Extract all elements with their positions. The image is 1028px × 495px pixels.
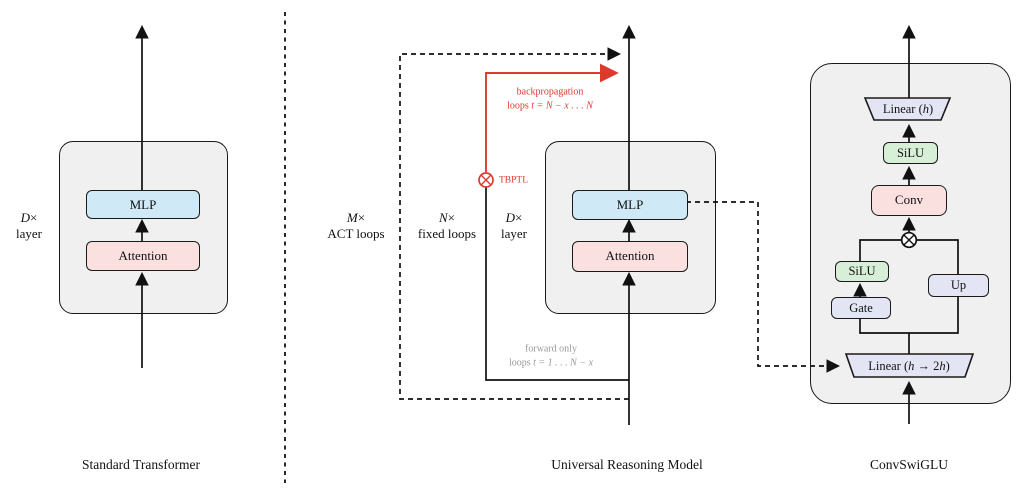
cs-silu-top-label: SiLU bbox=[896, 145, 925, 160]
urm-backprop-label: backpropagation loops t = N − x . . . N bbox=[507, 86, 593, 112]
cs-gate-label: Gate bbox=[849, 300, 873, 315]
st-attention-block: Attention bbox=[86, 241, 200, 271]
urm-caption: Universal Reasoning Model bbox=[551, 457, 703, 472]
urm-forward-label: forward only loops t = 1 . . . N − x bbox=[508, 343, 594, 369]
cs-linear-top-label: Linear (h) bbox=[882, 102, 934, 116]
cs-up-label: Up bbox=[950, 278, 967, 292]
cs-silu-gate-label: SiLU bbox=[848, 264, 876, 278]
urm-layer-count-label: D× layer bbox=[501, 210, 527, 241]
st-attention-label: Attention bbox=[118, 247, 168, 263]
urm-attention-block: Attention bbox=[572, 241, 688, 272]
st-layer-count-label: D× layer bbox=[16, 210, 42, 241]
tbptl-cut-cross bbox=[480, 174, 492, 186]
cs-gate-block: Gate bbox=[831, 297, 891, 319]
st-mlp-block: MLP bbox=[86, 190, 200, 219]
urm-act-loops-label: M× ACT loops bbox=[327, 210, 385, 241]
st-caption: Standard Transformer bbox=[81, 457, 201, 472]
cs-linear-bottom-label: Linear (h → 2h) bbox=[868, 358, 950, 373]
cs-conv-label: Conv bbox=[894, 192, 924, 208]
tbptl-cut-icon bbox=[478, 172, 494, 188]
cs-caption: ConvSwiGLU bbox=[869, 457, 949, 472]
st-mlp-label: MLP bbox=[129, 196, 157, 212]
urm-mlp-block: MLP bbox=[572, 190, 688, 220]
cs-up-block: Up bbox=[928, 274, 989, 297]
urm-tbptl-label: TBPTL bbox=[499, 174, 529, 185]
standard-transformer-layer-box bbox=[59, 141, 228, 314]
cs-silu-top-block: SiLU bbox=[883, 142, 938, 164]
urm-layer-box bbox=[545, 141, 716, 314]
cs-silu-gate-block: SiLU bbox=[835, 261, 889, 282]
urm-mlp-label: MLP bbox=[616, 197, 644, 212]
urm-attention-label: Attention bbox=[605, 248, 655, 264]
cs-conv-block: Conv bbox=[871, 185, 947, 216]
urm-fixed-loops-label: N× fixed loops bbox=[417, 210, 477, 241]
